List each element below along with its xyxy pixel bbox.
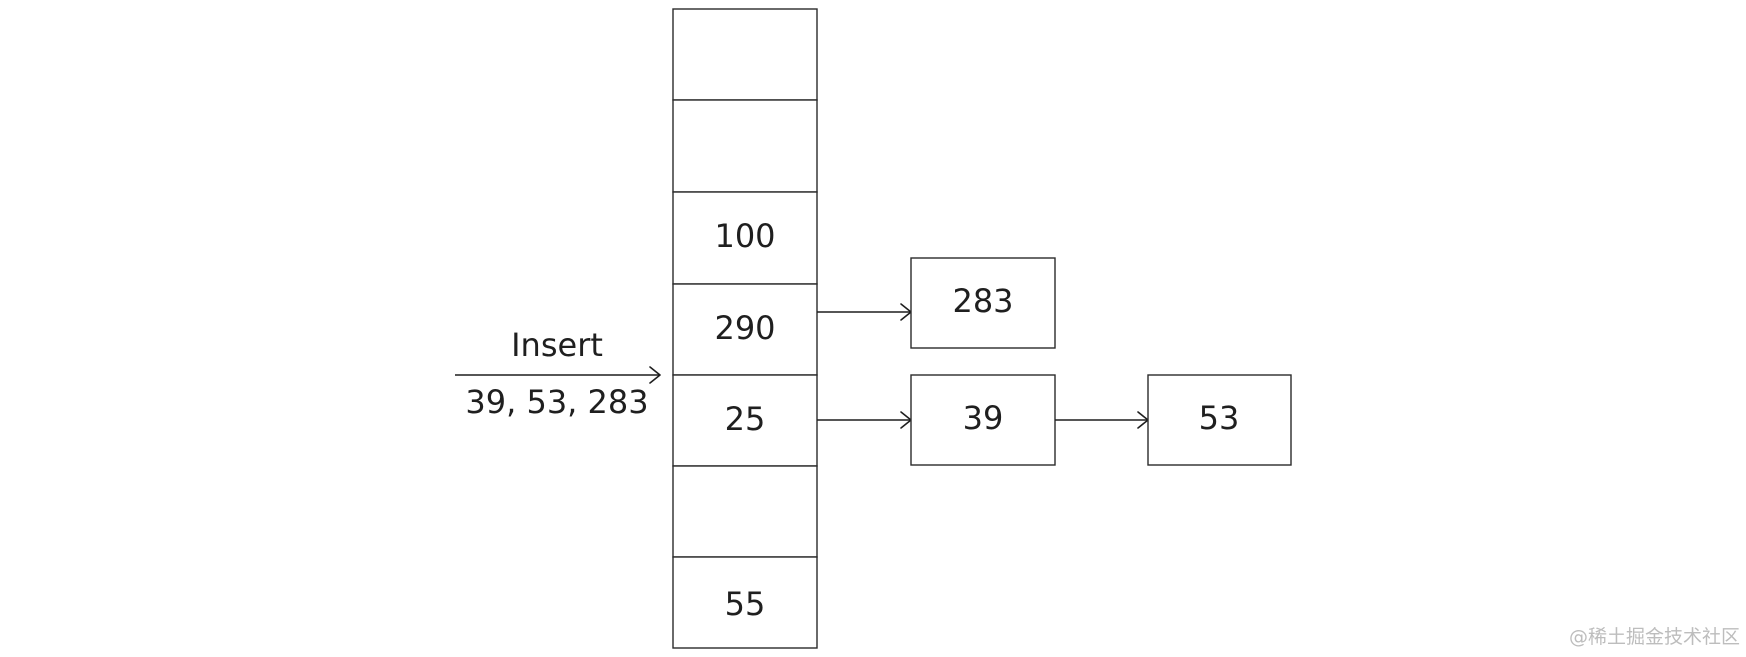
chain-3-node-1-value: 283 bbox=[952, 282, 1013, 320]
bucket-6 bbox=[672, 556, 818, 649]
bucket-2 bbox=[672, 191, 818, 285]
bucket-2-value: 100 bbox=[714, 217, 775, 255]
bucket-3 bbox=[672, 283, 818, 376]
chain-4-node-1 bbox=[910, 374, 1056, 466]
bucket-4 bbox=[672, 374, 818, 467]
bucket-4-value: 25 bbox=[725, 400, 766, 438]
chain-3-node-1 bbox=[910, 257, 1056, 349]
insert-arrow-head bbox=[649, 366, 661, 384]
chain-4-node-2 bbox=[1147, 374, 1292, 466]
insert-label: Insert bbox=[511, 326, 603, 364]
bucket-0 bbox=[672, 8, 818, 101]
bucket-6-value: 55 bbox=[725, 585, 766, 623]
bucket-5 bbox=[672, 465, 818, 558]
chain-4-node-1-value: 39 bbox=[963, 399, 1004, 437]
hash-table: 100 290 25 55 bbox=[672, 8, 818, 649]
chain-4-node-2-value: 53 bbox=[1199, 399, 1240, 437]
bucket-1 bbox=[672, 99, 818, 193]
insert-values: 39, 53, 283 bbox=[465, 383, 648, 421]
watermark: @稀土掘金技术社区 bbox=[1568, 626, 1740, 648]
chain-bucket-4: 39 53 bbox=[817, 374, 1292, 466]
chain-bucket-3: 283 bbox=[817, 257, 1056, 349]
bucket-3-value: 290 bbox=[714, 309, 775, 347]
